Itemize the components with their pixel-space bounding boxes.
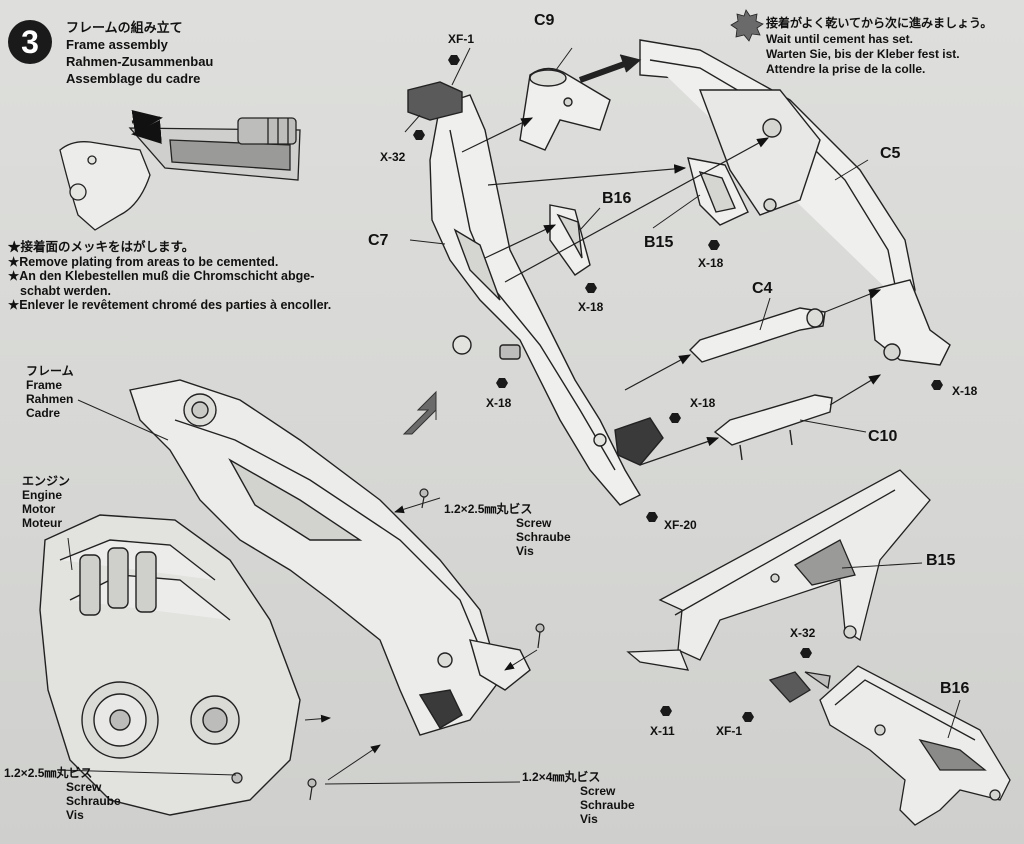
frame-label-de: Rahmen — [26, 392, 74, 406]
engine-label-jp: エンジン — [22, 474, 71, 488]
paint-label-x32-top: X-32 — [380, 150, 406, 164]
step-number-badge: 3 — [8, 20, 52, 64]
screw-b-de: Schraube — [66, 794, 121, 808]
part-label-c4: C4 — [752, 280, 773, 297]
detail-inset-b15 — [626, 469, 931, 671]
engine-label-de: Motor — [22, 502, 56, 516]
plating-note-de-1: ★An den Klebestellen muß die Chromschich… — [8, 269, 315, 283]
plating-note: ★接着面のメッキをはがします。 ★Remove plating from are… — [8, 240, 331, 313]
step-title-fr: Assemblage du cadre — [66, 71, 201, 86]
step-title-de: Rahmen-Zusammenbau — [66, 54, 214, 69]
engine-label: エンジン Engine Motor Moteur — [22, 474, 70, 530]
paint-label-x11-detail: X-11 — [650, 724, 675, 738]
paint-label-x18-mid: X-18 — [690, 396, 716, 410]
frame-exploded-view — [407, 39, 951, 506]
screw-b-en: Screw — [66, 780, 102, 794]
paint-label-x32-detail: X-32 — [790, 626, 816, 640]
part-label-c7: C7 — [368, 232, 389, 249]
frame-label-fr: Cadre — [26, 406, 61, 420]
cement-note-de: Warten Sie, bis der Kleber fest ist. — [766, 47, 960, 61]
screws — [231, 488, 545, 801]
cement-icon — [730, 9, 764, 42]
cement-note-fr: Attendre la prise de la colle. — [766, 62, 926, 76]
paint-label-x18-right: X-18 — [952, 384, 978, 398]
part-label-b15-detail: B15 — [926, 552, 956, 569]
cement-note-en: Wait until cement has set. — [766, 32, 913, 46]
screw-c-fr: Vis — [580, 812, 598, 826]
screw-a-en: Screw — [516, 516, 552, 530]
detail-inset-b16 — [768, 665, 1011, 826]
cement-note-jp: 接着がよく乾いてから次に進みましょう。 — [766, 16, 993, 30]
screw-a-de: Schraube — [516, 530, 571, 544]
assembly-arrows — [461, 54, 882, 466]
screw-c-size: 1.2×4㎜丸ビス — [522, 770, 601, 784]
paint-label-x18-b15: X-18 — [698, 256, 724, 270]
step-title-jp: フレームの組み立て — [66, 20, 183, 35]
plating-note-de-2: schabt werden. — [20, 283, 111, 298]
screw-a-fr: Vis — [516, 544, 534, 558]
step-title-en: Frame assembly — [66, 37, 168, 52]
engine-label-en: Engine — [22, 488, 63, 502]
screw-label-a: 1.2×2.5㎜丸ビス Screw Schraube Vis — [444, 502, 571, 558]
paint-label-xf1-top: XF-1 — [448, 32, 475, 46]
part-label-b15: B15 — [644, 234, 674, 251]
screw-c-en: Screw — [580, 784, 616, 798]
screw-arrows — [57, 497, 538, 785]
part-label-b16-detail: B16 — [940, 680, 970, 697]
frame-label: フレーム Frame Rahmen Cadre — [26, 364, 74, 420]
screw-b-fr: Vis — [66, 808, 84, 822]
plating-note-jp: ★接着面のメッキをはがします。 — [8, 240, 195, 254]
assembly-direction-arrow — [402, 390, 437, 435]
paint-label-x18-c7: X-18 — [486, 396, 512, 410]
screw-b-size: 1.2×2.5㎜丸ビス — [4, 766, 93, 780]
screw-label-b: 1.2×2.5㎜丸ビス Screw Schraube Vis — [4, 766, 121, 822]
paint-markers — [413, 55, 943, 722]
part-label-c5: C5 — [880, 145, 901, 162]
plating-note-fr: ★Enlever le revêtement chromé des partie… — [8, 298, 332, 312]
screw-label-c: 1.2×4㎜丸ビス Screw Schraube Vis — [522, 770, 635, 826]
frame-label-jp: フレーム — [26, 364, 74, 378]
detail-leaders — [841, 562, 961, 739]
part-label-b16: B16 — [602, 190, 632, 207]
part-label-c9: C9 — [534, 12, 555, 29]
leader-lines — [67, 47, 869, 571]
paint-label-xf1-detail: XF-1 — [716, 724, 743, 738]
screw-a-size: 1.2×2.5㎜丸ビス — [444, 502, 533, 516]
part-label-c10: C10 — [868, 428, 898, 445]
engine-frame-assembly — [39, 379, 531, 816]
paint-label-x18-b16: X-18 — [578, 300, 604, 314]
frame-label-en: Frame — [26, 378, 63, 392]
paint-label-xf20: XF-20 — [664, 518, 697, 532]
screw-c-de: Schraube — [580, 798, 635, 812]
engine-label-fr: Moteur — [22, 516, 62, 530]
plating-note-en: ★Remove plating from areas to be cemente… — [8, 254, 279, 269]
plating-removal-inset — [59, 109, 301, 231]
